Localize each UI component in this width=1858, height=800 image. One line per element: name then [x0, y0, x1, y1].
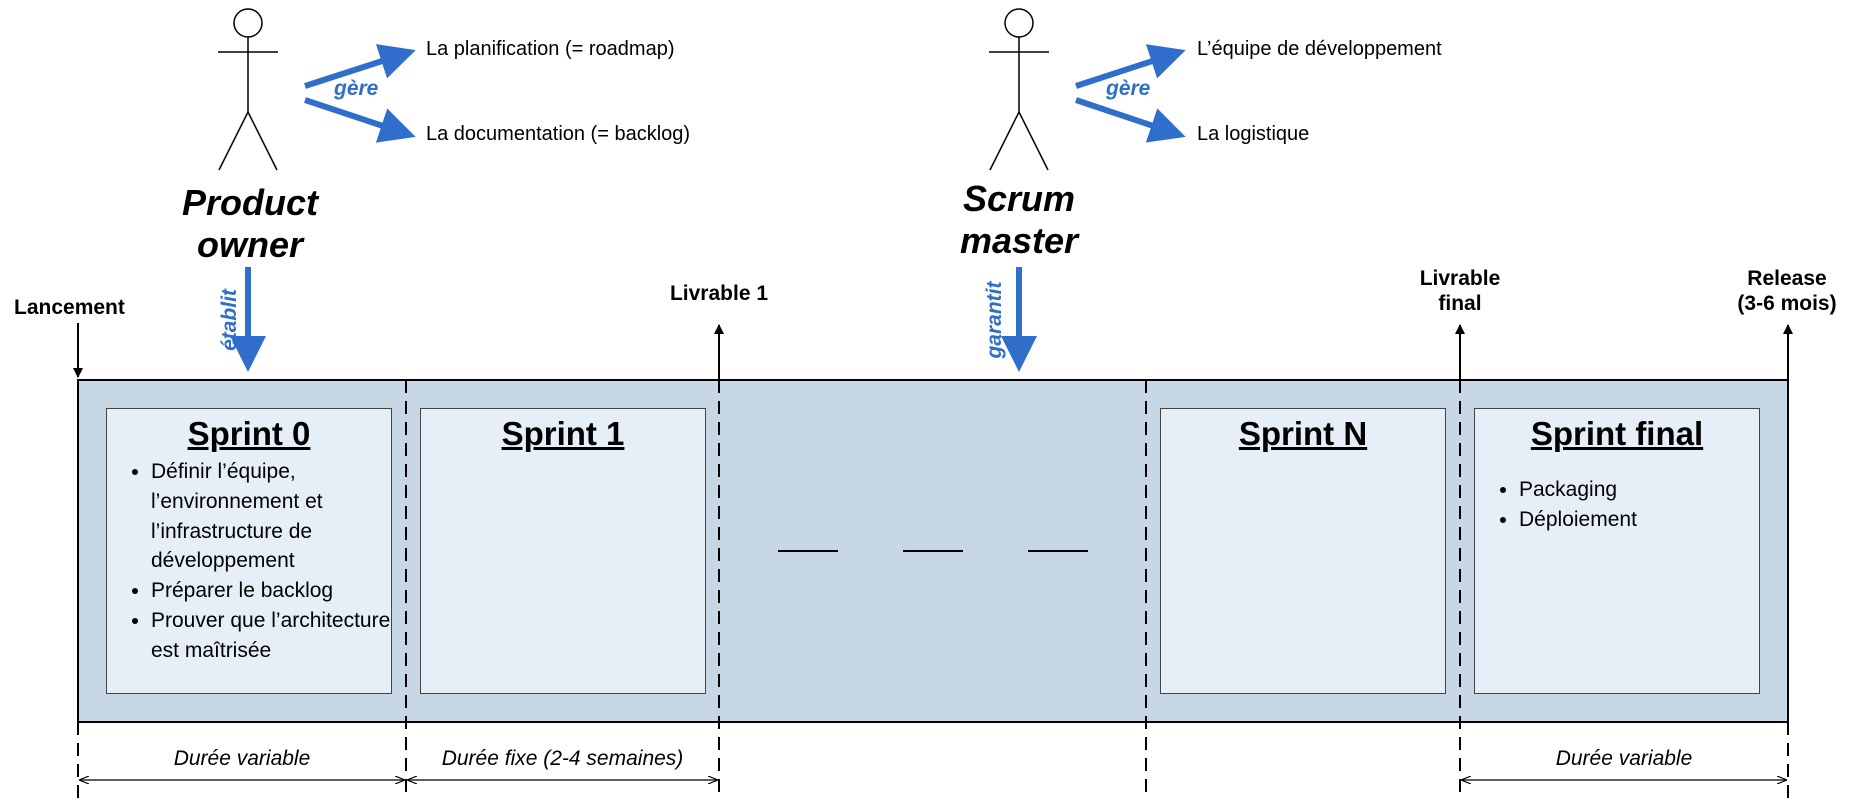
product-owner-label-line2: owner: [196, 224, 303, 266]
sprint-final-item: Packaging: [1519, 475, 1759, 505]
milestone-release: Release (3-6 mois): [1722, 266, 1852, 316]
milestone-release-line2: (3-6 mois): [1737, 292, 1837, 316]
sprint-0-items: Définir l’équipe, l’environnement et l’i…: [107, 457, 391, 666]
scrum-master-label-line1: Scrum: [962, 178, 1076, 219]
blue-arrows: [230, 44, 1186, 372]
duration-final: Durée variable: [1555, 747, 1693, 770]
milestone-release-line1: Release: [1747, 267, 1827, 290]
sm-verb: gère: [1106, 77, 1151, 100]
sprint-final-item: Déploiement: [1519, 505, 1759, 535]
po-manages-roadmap: La planification (= roadmap): [426, 38, 675, 60]
milestone-deliverable-1: Livrable 1: [669, 282, 769, 305]
sprint-final-title: Sprint final: [1530, 415, 1704, 452]
sprint-0-title: Sprint 0: [187, 415, 311, 452]
product-owner-label-line1: Product: [181, 182, 318, 223]
milestone-launch: Lancement: [14, 296, 125, 319]
sm-manages-logistics: La logistique: [1197, 123, 1310, 145]
sprint-0-item: Préparer le backlog: [151, 576, 391, 606]
product-owner-figure: [218, 8, 278, 171]
sm-arrow-team: [1075, 44, 1186, 89]
scrum-master-label: Scrum master: [919, 178, 1119, 263]
sprint-0-box: Sprint 0 Définir l’équipe, l’environneme…: [106, 408, 392, 694]
scrum-master-label-line2: master: [959, 220, 1079, 262]
po-link-verb: établit: [218, 289, 241, 351]
milestone-final-line2: final: [1438, 292, 1482, 316]
sprint-1-title: Sprint 1: [501, 415, 625, 452]
sprint-final-box: Sprint final Packaging Déploiement: [1474, 408, 1760, 694]
po-arrow-roadmap: [304, 44, 416, 89]
po-manages-backlog: La documentation (= backlog): [426, 123, 691, 145]
sm-link-verb: garantit: [983, 281, 1006, 359]
milestone-arrows: [73, 323, 1793, 380]
sprint-n-box: Sprint N: [1160, 408, 1446, 694]
po-verb: gère: [334, 77, 379, 100]
product-owner-label: Product owner: [150, 182, 350, 267]
duration-sprint-0: Durée variable: [173, 747, 311, 770]
sprint-0-item: Définir l’équipe, l’environnement et l’i…: [151, 457, 391, 576]
milestone-final-line1: Livrable: [1419, 267, 1501, 290]
duration-sprint-1: Durée fixe (2-4 semaines): [441, 747, 684, 770]
scrum-master-figure: [989, 8, 1049, 171]
phase-separators: [77, 380, 1789, 800]
sm-arrow-logistics: [1075, 97, 1186, 143]
sprint-0-item: Prouver que l’architecture est maîtrisée: [151, 606, 391, 666]
sm-manages-team: L’équipe de développement: [1197, 38, 1442, 60]
sprint-final-items: Packaging Déploiement: [1475, 475, 1759, 535]
po-arrow-backlog: [304, 97, 416, 143]
sprint-n-title: Sprint N: [1238, 415, 1368, 452]
milestone-final-deliverable: Livrable final: [1400, 266, 1520, 316]
sprint-1-box: Sprint 1: [420, 408, 706, 694]
